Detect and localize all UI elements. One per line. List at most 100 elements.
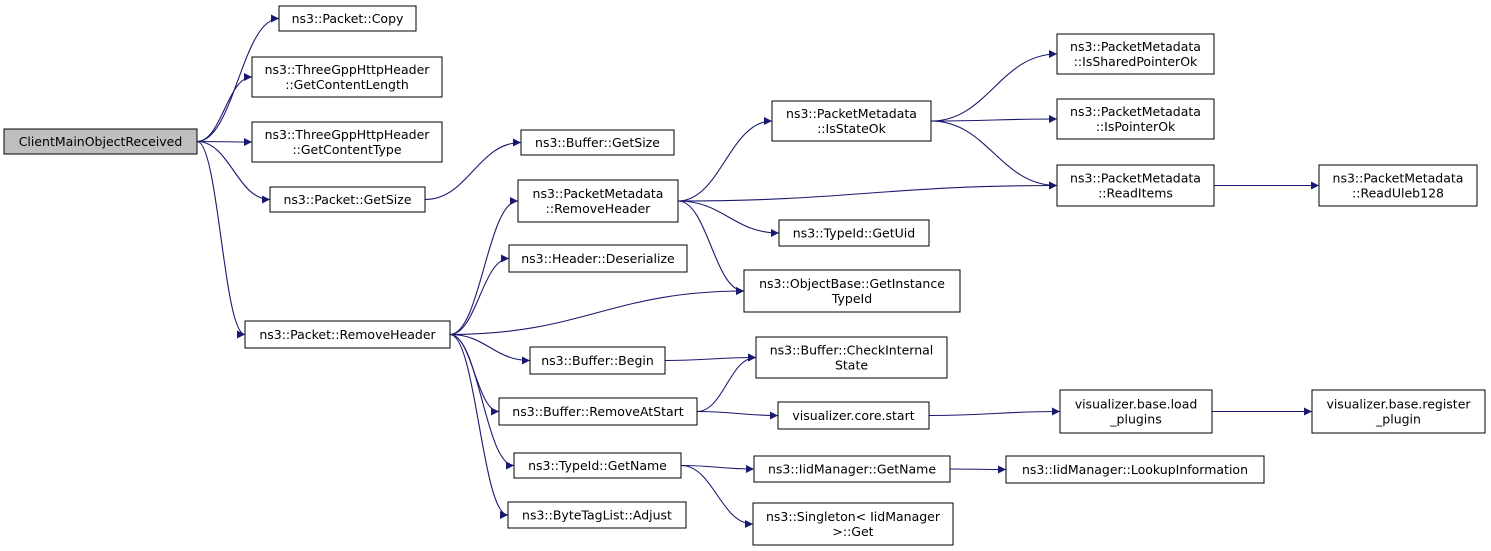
node-vis-base-registerplugin[interactable]: visualizer.base.register_plugin: [1311, 389, 1486, 434]
edge-arrow: [449, 254, 510, 336]
node-box: [743, 269, 961, 313]
node-pm-ispointerok[interactable]: ns3::PacketMetadata::IsPointerOk: [1056, 98, 1215, 140]
node-box: [498, 397, 698, 426]
node-vis-base-loadplugins[interactable]: visualizer.base.load_plugins: [1059, 389, 1213, 434]
node-label-line: ns3::ThreeGppHttpHeader: [265, 127, 431, 142]
node-box: [513, 452, 682, 479]
node-pm-issharedpointerok[interactable]: ns3::PacketMetadata::IsSharedPointerOk: [1056, 33, 1215, 75]
node-label-line: ns3::Buffer::RemoveAtStart: [512, 404, 684, 419]
node-label-line: ns3::IidManager::GetName: [768, 462, 936, 477]
edge-packet-removeheader-to-pm-removeheader: [449, 197, 519, 336]
node-box: [1059, 389, 1213, 434]
edge-arrow: [930, 115, 1058, 124]
node-packet-copy[interactable]: ns3::Packet::Copy: [278, 5, 417, 32]
node-pm-removeheader[interactable]: ns3::PacketMetadata::RemoveHeader: [517, 179, 679, 223]
edge-arrow: [677, 117, 773, 202]
node-label-line: >::Get: [832, 524, 873, 539]
node-buffer-getsize[interactable]: ns3::Buffer::GetSize: [520, 129, 675, 156]
edge-arrow: [196, 140, 246, 339]
edge-arrow: [677, 181, 1058, 202]
edge-arrow: [696, 353, 757, 413]
node-box: [1318, 164, 1478, 207]
edge-typeid-getname-to-iidmanager-getname: [680, 464, 755, 473]
node-packet-getsize[interactable]: ns3::Packet::GetSize: [269, 186, 426, 213]
node-label-line: ns3::Packet::RemoveHeader: [259, 327, 436, 342]
node-typeid-getuid[interactable]: ns3::TypeId::GetUid: [778, 219, 930, 247]
node-label-line: ns3::PacketMetadata: [1070, 171, 1201, 186]
edge-arrow: [928, 407, 1061, 417]
edge-arrow: [680, 464, 755, 473]
edge-root-to-packet-getsize: [196, 140, 271, 204]
edge-arrow: [449, 333, 531, 365]
edge-arrow: [680, 464, 754, 528]
edge-arrow: [677, 200, 780, 237]
node-iidmanager-lookupinformation[interactable]: ns3::IidManager::LookupInformation: [1005, 455, 1265, 484]
edge-buffer-begin-to-buffer-checkinternalstate: [664, 353, 757, 362]
node-singleton-get[interactable]: ns3::Singleton< IidManager>::Get: [752, 502, 954, 546]
edge-pm-isstateok-to-pm-issharedpointerok: [930, 50, 1058, 122]
node-box: [508, 244, 688, 273]
node-buffer-removeatstart[interactable]: ns3::Buffer::RemoveAtStart: [498, 397, 698, 426]
node-typeid-getname[interactable]: ns3::TypeId::GetName: [513, 452, 682, 479]
edge-arrow: [449, 287, 745, 336]
node-box: [251, 56, 443, 98]
node-box: [1056, 164, 1215, 207]
node-label-line: _plugin: [1375, 412, 1421, 427]
node-label-line: visualizer.base.load: [1075, 397, 1198, 412]
edge-root-to-http-content-type: [196, 137, 253, 146]
node-buffer-begin[interactable]: ns3::Buffer::Begin: [529, 346, 666, 375]
node-box: [771, 100, 932, 142]
node-label-line: _plugins: [1109, 412, 1161, 427]
node-header-deserialize[interactable]: ns3::Header::Deserialize: [508, 244, 688, 273]
edge-packet-removeheader-to-bytetaglist-adjust: [449, 333, 509, 519]
edge-packet-removeheader-to-buffer-begin: [449, 333, 531, 365]
edge-arrow: [696, 410, 779, 420]
edge-iidmanager-getname-to-iidmanager-lookupinformation: [949, 465, 1007, 474]
edge-packet-removeheader-to-typeid-getname: [449, 333, 515, 470]
node-label-line: ::IsSharedPointerOk: [1074, 54, 1198, 69]
node-box: [1056, 98, 1215, 140]
node-label-line: ns3::PacketMetadata: [1070, 104, 1201, 119]
node-label-line: ns3::ObjectBase::GetInstance: [759, 276, 945, 291]
edge-root-to-http-content-length: [196, 73, 253, 143]
edge-arrow: [449, 197, 519, 336]
node-box: [755, 336, 948, 379]
node-label-line: State: [835, 358, 868, 373]
edge-packet-removeheader-to-objectbase-getinstancetypeid: [449, 287, 745, 336]
edge-arrow: [449, 333, 509, 519]
edge-pm-removeheader-to-pm-readitems: [677, 181, 1058, 202]
edge-arrow: [930, 120, 1058, 190]
node-http-content-length[interactable]: ns3::ThreeGppHttpHeader::GetContentLengt…: [251, 56, 443, 98]
edge-root-to-packet-copy: [196, 14, 280, 143]
node-box: [529, 346, 666, 375]
node-label-line: ns3::PacketMetadata: [1333, 171, 1464, 186]
edge-buffer-removeatstart-to-buffer-checkinternalstate: [696, 353, 757, 413]
node-vis-core-start[interactable]: visualizer.core.start: [777, 401, 930, 430]
node-box: [507, 501, 687, 529]
node-box: [517, 179, 679, 223]
node-http-content-type[interactable]: ns3::ThreeGppHttpHeader::GetContentType: [251, 121, 443, 163]
node-box: [520, 129, 675, 156]
node-iidmanager-getname[interactable]: ns3::IidManager::GetName: [753, 455, 951, 483]
edge-arrow: [664, 353, 757, 362]
node-root[interactable]: ClientMainObjectReceived: [3, 128, 198, 155]
edge-arrow: [930, 50, 1058, 122]
node-label-line: ::IsPointerOk: [1096, 119, 1176, 134]
edge-arrow: [949, 465, 1007, 474]
node-pm-readuleb128[interactable]: ns3::PacketMetadata::ReadUleb128: [1318, 164, 1478, 207]
node-packet-removeheader[interactable]: ns3::Packet::RemoveHeader: [244, 320, 451, 349]
node-bytetaglist-adjust[interactable]: ns3::ByteTagList::Adjust: [507, 501, 687, 529]
node-box: [752, 502, 954, 546]
node-box: [269, 186, 426, 213]
node-pm-readitems[interactable]: ns3::PacketMetadata::ReadItems: [1056, 164, 1215, 207]
node-box: [777, 401, 930, 430]
edge-pm-isstateok-to-pm-ispointerok: [930, 115, 1058, 124]
edge-arrow: [424, 138, 522, 201]
edge-pm-removeheader-to-pm-isstateok: [677, 117, 773, 202]
edge-vis-core-start-to-vis-base-loadplugins: [928, 407, 1061, 417]
edge-buffer-removeatstart-to-vis-core-start: [696, 410, 779, 420]
node-pm-isstateok[interactable]: ns3::PacketMetadata::IsStateOk: [771, 100, 932, 142]
edge-pm-removeheader-to-objectbase-getinstancetypeid: [677, 200, 745, 295]
